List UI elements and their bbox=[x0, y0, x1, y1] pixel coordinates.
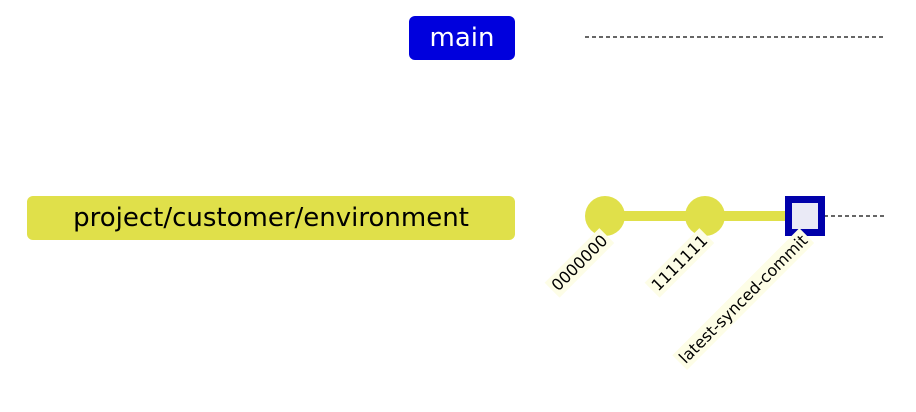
commit-label: 1111111 bbox=[644, 228, 715, 298]
commit-node[interactable] bbox=[585, 196, 625, 236]
commit-node-highlight[interactable] bbox=[785, 196, 825, 236]
commit-node[interactable] bbox=[685, 196, 725, 236]
commit-label-text: 0000000 bbox=[548, 231, 612, 295]
commit-label-background bbox=[672, 228, 815, 371]
commit-label: 0000000 bbox=[544, 228, 615, 298]
branch-label-main: main bbox=[409, 16, 515, 60]
commit-label-background bbox=[544, 228, 615, 298]
branch-label-project-customer-environment: project/customer/environment bbox=[27, 196, 515, 240]
commit-label-text: 1111111 bbox=[648, 231, 712, 295]
commit-label-background bbox=[644, 228, 715, 298]
